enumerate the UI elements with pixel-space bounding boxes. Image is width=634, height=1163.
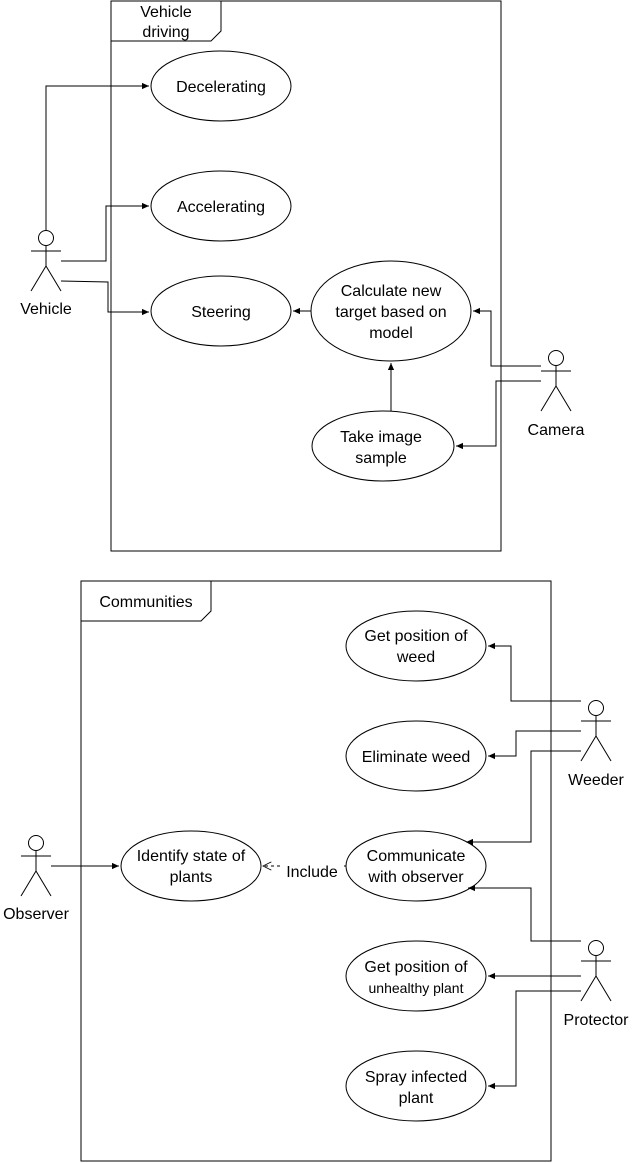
package-communities: Communities bbox=[80, 580, 552, 1162]
actor-weeder[interactable] bbox=[580, 700, 612, 762]
edge-vehicle-steering bbox=[60, 280, 149, 316]
use-case-label-line1: Get position of bbox=[364, 628, 468, 645]
use-case-label-line2: sample bbox=[355, 450, 407, 467]
package-vehicle-driving: Vehicle driving bbox=[110, 0, 502, 552]
use-case-identify-state[interactable]: Identify state of plants bbox=[120, 830, 262, 902]
actor-camera[interactable] bbox=[540, 350, 572, 412]
use-case-label-line1: Take image bbox=[340, 429, 422, 446]
edge-weeder-get-position-weed bbox=[488, 642, 581, 702]
actor-vehicle[interactable] bbox=[30, 230, 62, 292]
use-case-label-line2: with observer bbox=[367, 869, 464, 886]
package-title-line2: driving bbox=[142, 24, 189, 41]
use-case-label-line1: Identify state of bbox=[137, 848, 246, 865]
actor-label-vehicle: Vehicle bbox=[20, 301, 72, 318]
use-case-decelerating[interactable]: Decelerating bbox=[150, 50, 292, 122]
use-case-calculate-target[interactable]: Calculate new target based on model bbox=[310, 260, 472, 362]
use-case-label-line2: weed bbox=[396, 649, 435, 666]
actor-label-observer: Observer bbox=[3, 906, 69, 923]
package-title-line1: Vehicle bbox=[140, 4, 192, 21]
use-case-get-position-unhealthy[interactable]: Get position of unhealthy plant bbox=[345, 940, 487, 1012]
actor-protector[interactable] bbox=[580, 940, 612, 1002]
edge-camera-take-image bbox=[456, 380, 541, 450]
actor-label-protector: Protector bbox=[564, 1012, 630, 1029]
use-case-label-line2: target based on bbox=[335, 304, 446, 321]
use-case-label: Decelerating bbox=[176, 79, 266, 96]
package-title: Communities bbox=[99, 594, 192, 611]
include-label: Include bbox=[286, 864, 338, 881]
actor-observer[interactable] bbox=[20, 835, 52, 897]
edge-vehicle-accelerating bbox=[61, 202, 149, 262]
use-case-communicate-observer[interactable]: Communicate with observer bbox=[345, 830, 487, 902]
edge-weeder-eliminate-weed bbox=[488, 730, 581, 760]
use-case-label-line1: Communicate bbox=[367, 848, 466, 865]
edge-vehicle-decelerating bbox=[45, 82, 149, 230]
use-case-label: Accelerating bbox=[177, 199, 265, 216]
use-case-label-line2: plants bbox=[170, 869, 213, 886]
use-case-label-line3: model bbox=[369, 325, 413, 342]
use-case-spray-infected[interactable]: Spray infected plant bbox=[345, 1050, 487, 1122]
use-case-label-line1: Get position of bbox=[364, 959, 468, 976]
edge-protector-communicate bbox=[468, 884, 581, 942]
edge-protector-spray bbox=[488, 990, 581, 1090]
edge-weeder-communicate bbox=[466, 750, 581, 846]
use-case-label: Steering bbox=[191, 304, 251, 321]
use-case-steering[interactable]: Steering bbox=[150, 275, 292, 347]
use-case-label-line2: unhealthy plant bbox=[369, 980, 464, 996]
use-case-eliminate-weed[interactable]: Eliminate weed bbox=[345, 720, 487, 792]
use-case-take-image[interactable]: Take image sample bbox=[311, 410, 455, 482]
use-case-label-line1: Calculate new bbox=[341, 283, 442, 300]
use-case-label-line2: plant bbox=[399, 1090, 434, 1107]
use-case-label: Eliminate weed bbox=[362, 749, 471, 766]
actor-label-camera: Camera bbox=[528, 422, 585, 439]
use-case-get-position-weed[interactable]: Get position of weed bbox=[345, 610, 487, 682]
edge-camera-calculate bbox=[473, 307, 541, 367]
use-case-label-line1: Spray infected bbox=[365, 1069, 467, 1086]
actor-label-weeder: Weeder bbox=[568, 772, 624, 789]
use-case-accelerating[interactable]: Accelerating bbox=[150, 170, 292, 242]
